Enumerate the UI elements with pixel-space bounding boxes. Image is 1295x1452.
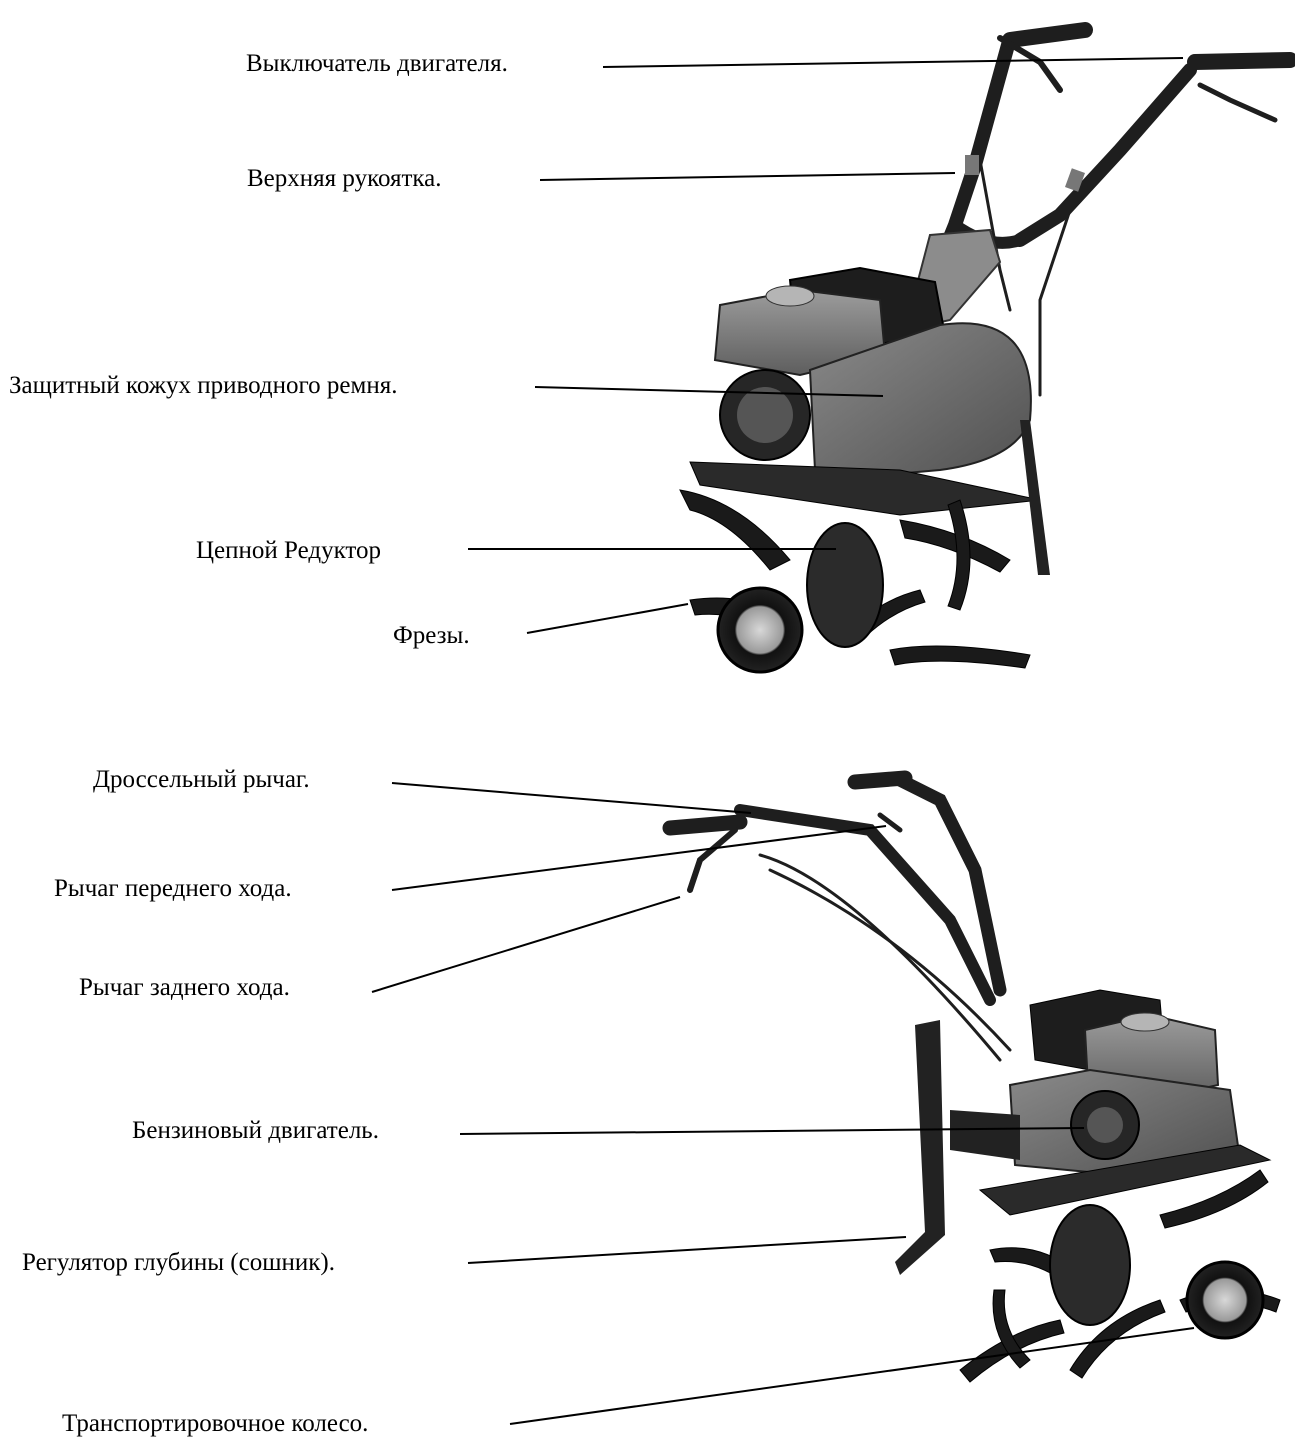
label-chain-gearbox: Цепной Редуктор xyxy=(196,538,381,563)
label-upper-handle: Верхняя рукоятка. xyxy=(247,166,442,191)
leader-line-depth-regulator xyxy=(468,1237,906,1263)
label-throttle-lever: Дроссельный рычаг. xyxy=(93,767,310,792)
leader-line-engine-switch xyxy=(603,58,1183,67)
top-frame-plate xyxy=(690,462,1040,515)
label-tines: Фрезы. xyxy=(393,623,470,648)
top-transport-wheel xyxy=(718,588,802,672)
top-handle-clamp xyxy=(965,155,979,175)
bottom-chain-gearbox xyxy=(1050,1205,1130,1325)
bottom-engine-recoil-center xyxy=(1087,1107,1123,1143)
leader-line-transport-wheel xyxy=(510,1328,1194,1424)
leader-line-throttle-lever xyxy=(392,783,751,813)
label-belt-cover: Защитный кожух приводного ремня. xyxy=(9,373,397,398)
label-petrol-engine: Бензиновый двигатель. xyxy=(132,1118,379,1143)
bottom-tiller-illustration xyxy=(670,778,1280,1382)
top-fuel-cap xyxy=(766,286,814,306)
bottom-handlebar xyxy=(670,778,1010,1060)
label-transport-wheel: Транспортировочное колесо. xyxy=(62,1411,368,1436)
bottom-frame-bracket xyxy=(950,1110,1020,1160)
top-engine-recoil-center xyxy=(737,387,793,443)
label-depth-regulator: Регулятор глубины (сошник). xyxy=(22,1250,335,1275)
label-forward-lever: Рычаг переднего хода. xyxy=(54,876,292,901)
bottom-transport-wheel xyxy=(1187,1262,1263,1338)
label-engine-switch: Выключатель двигателя. xyxy=(246,51,508,76)
top-chain-gearbox xyxy=(807,523,883,647)
label-reverse-lever: Рычаг заднего хода. xyxy=(79,975,290,1000)
leader-line-reverse-lever xyxy=(372,897,680,992)
leader-line-upper-handle xyxy=(540,173,955,180)
bottom-fuel-cap xyxy=(1121,1013,1169,1031)
top-tiller-illustration xyxy=(680,30,1290,672)
leader-line-tines xyxy=(527,604,688,633)
